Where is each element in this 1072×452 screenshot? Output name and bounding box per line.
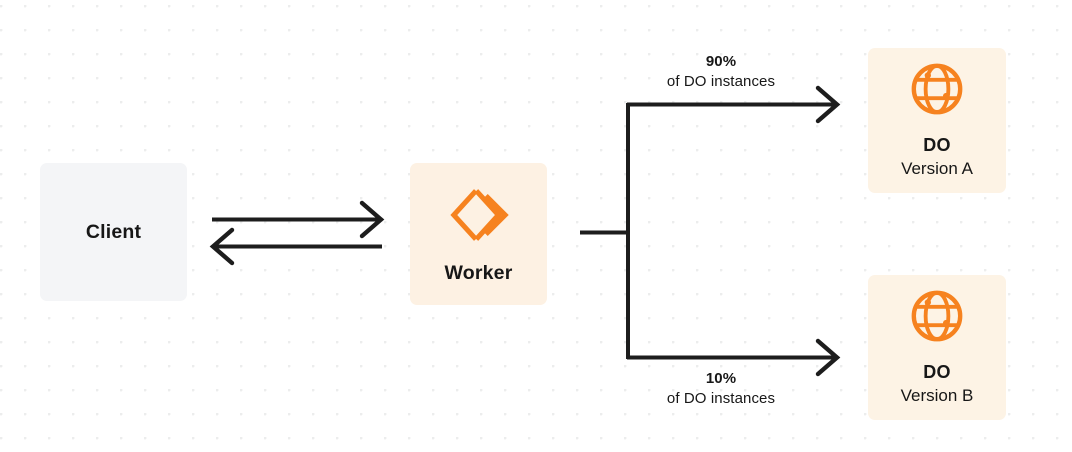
cloudflare-workers-icon [448, 184, 510, 246]
edge-label-do-b-description: of DO instances [666, 389, 776, 407]
edge-label-do-a-percent: 90% [705, 53, 737, 70]
do-a-subtitle: Version A [901, 159, 973, 179]
durable-object-globe-icon [909, 288, 965, 344]
edge-label-do-b-percent: 10% [705, 370, 737, 387]
edge-worker-to-client [209, 227, 382, 266]
do-a-title: DO [923, 134, 951, 155]
client-label: Client [85, 220, 142, 243]
node-do-version-b: DO Version B [868, 275, 1006, 420]
do-b-subtitle: Version B [900, 386, 974, 406]
edge-label-do-b: 10% of DO instances [611, 369, 831, 409]
do-b-title: DO [923, 361, 951, 382]
edge-worker-branch-trunk [580, 103, 630, 359]
edge-label-do-a-description: of DO instances [666, 72, 776, 90]
node-worker: Worker [410, 163, 547, 305]
edge-label-do-a: 90% of DO instances [611, 52, 831, 92]
node-client: Client [40, 163, 187, 301]
node-do-version-a: DO Version A [868, 48, 1006, 193]
worker-label: Worker [444, 261, 513, 284]
durable-object-globe-icon [909, 61, 965, 117]
edge-client-to-worker [212, 200, 385, 239]
edge-worker-to-do-a [627, 85, 841, 124]
